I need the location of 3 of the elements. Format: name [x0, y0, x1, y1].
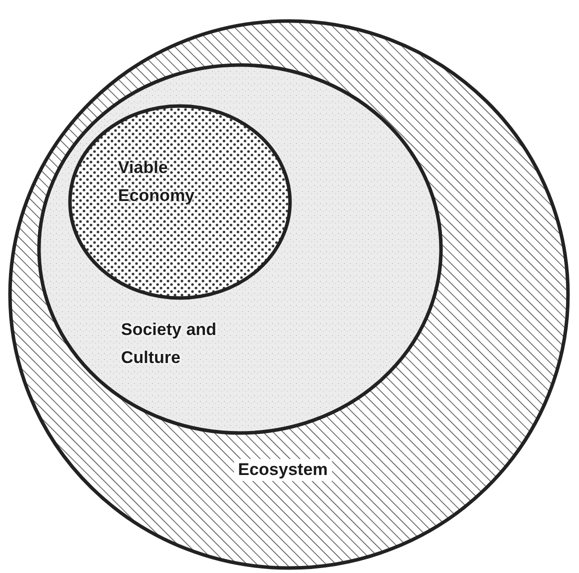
circle-label: Viable Economy — [118, 157, 196, 207]
circle-label: Society and Culture — [121, 319, 218, 369]
circle-label: Ecosystem — [234, 459, 332, 481]
